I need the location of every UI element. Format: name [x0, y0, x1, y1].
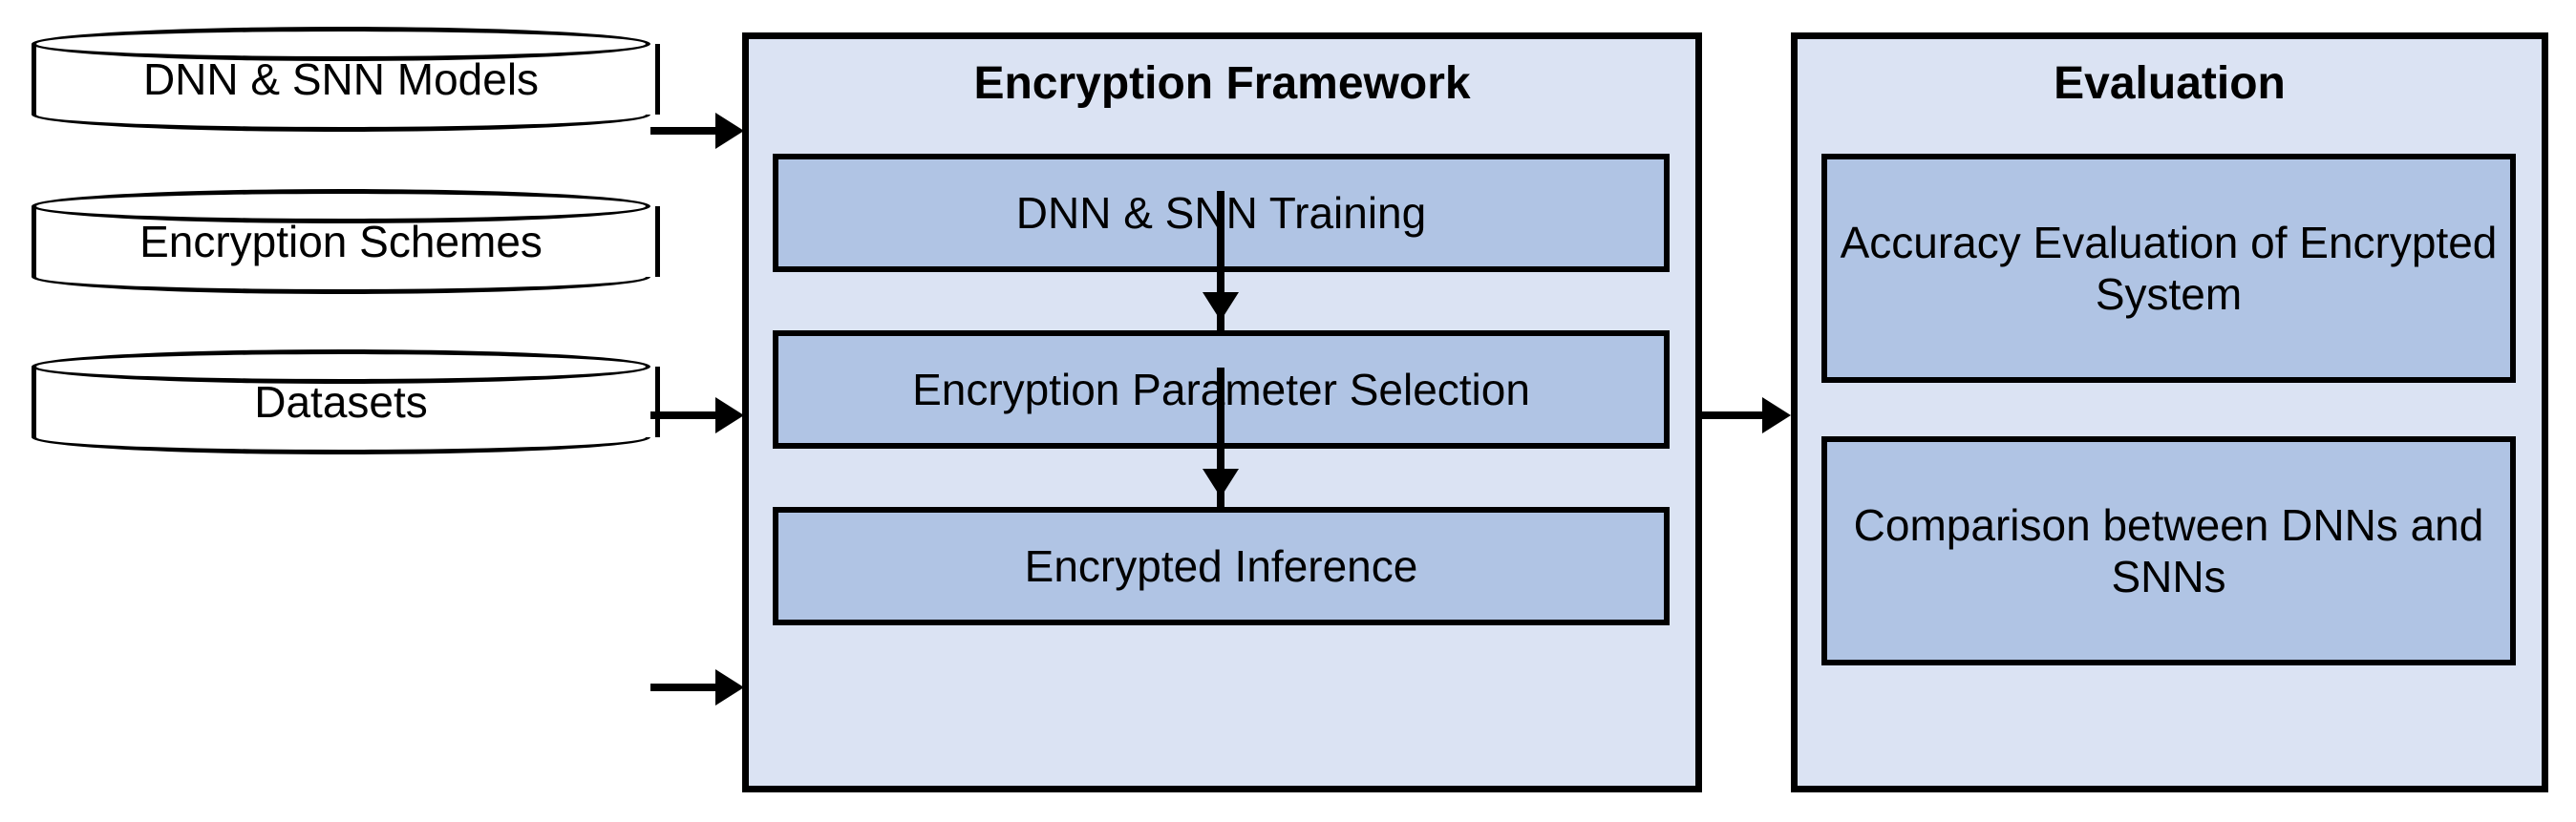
- datastore-dnn-snn-models[interactable]: DNN & SNN Models: [32, 27, 660, 132]
- arrow-models-to-framework-line: [650, 127, 719, 135]
- datastore-label: Encryption Schemes: [139, 216, 543, 266]
- cylinder-top-ellipse: [32, 189, 650, 223]
- arrow-training-to-parameter-line: [1217, 191, 1224, 334]
- datastore-label: Datasets: [254, 376, 428, 427]
- cylinder-top-ellipse: [32, 27, 650, 61]
- arrow-framework-to-evaluation-head: [1762, 397, 1791, 433]
- datastore-label: DNN & SNN Models: [142, 53, 540, 104]
- arrow-schemes-to-framework-head: [715, 397, 744, 433]
- datastore-encryption-schemes[interactable]: Encryption Schemes: [32, 189, 660, 294]
- evaluation-panel[interactable]: Evaluation Accuracy Evaluation of Encryp…: [1791, 32, 2548, 792]
- evaluation-title: Evaluation: [2054, 58, 2286, 109]
- datastore-datasets[interactable]: Datasets: [32, 349, 660, 454]
- evaluation-item-accuracy[interactable]: Accuracy Evaluation of Encrypted System: [1821, 154, 2516, 383]
- arrow-framework-to-evaluation-line: [1702, 411, 1767, 419]
- arrow-parameter-to-inference-head: [1203, 469, 1239, 497]
- arrow-parameter-to-inference-line: [1217, 368, 1224, 511]
- arrow-datasets-to-framework-head: [715, 669, 744, 706]
- arrow-models-to-framework-head: [715, 113, 744, 149]
- arrow-training-to-parameter-head: [1203, 292, 1239, 321]
- arrow-schemes-to-framework-line: [650, 411, 719, 419]
- arrow-datasets-to-framework-line: [650, 684, 719, 691]
- evaluation-item-comparison[interactable]: Comparison between DNNs and SNNs: [1821, 436, 2516, 665]
- step-encrypted-inference[interactable]: Encrypted Inference: [773, 507, 1670, 625]
- encryption-framework-title: Encryption Framework: [973, 58, 1471, 109]
- cylinder-top-ellipse: [32, 349, 650, 384]
